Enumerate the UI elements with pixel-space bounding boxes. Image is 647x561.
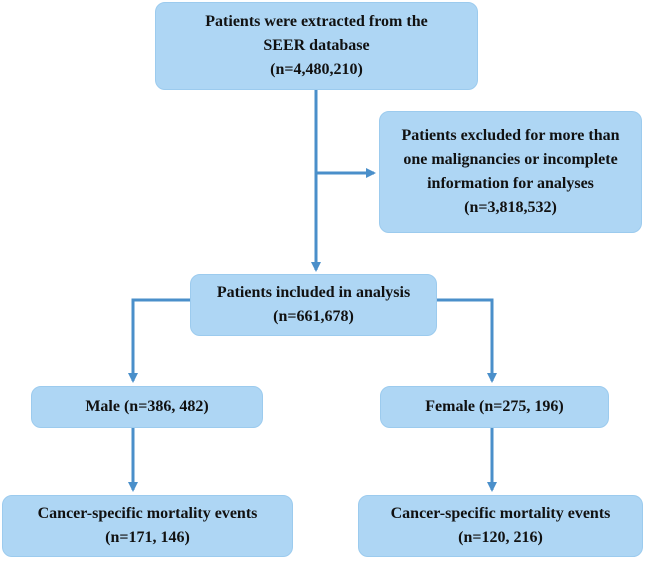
arrow-included-to-female — [437, 298, 497, 383]
box-text-line: Cancer-specific mortality events — [390, 505, 611, 522]
box-count: (n=3,818,532) — [464, 199, 557, 216]
box-text-line: SEER database — [263, 37, 370, 54]
box-text-line: one malignancies or incomplete — [403, 151, 618, 168]
box-female-events: Cancer-specific mortality events (n=120,… — [358, 495, 643, 557]
box-count: (n=171, 146) — [105, 529, 190, 546]
box-text-line: Patients were extracted from the — [205, 13, 428, 30]
box-male-events: Cancer-specific mortality events (n=171,… — [2, 495, 293, 557]
box-count: (n=661,678) — [273, 308, 354, 325]
box-label: Female (n=275, 196) — [425, 398, 564, 415]
box-text-line: Patients excluded for more than — [401, 127, 620, 144]
box-female: Female (n=275, 196) — [380, 386, 609, 428]
box-text-line: information for analyses — [427, 175, 594, 192]
box-male: Male (n=386, 482) — [31, 386, 263, 428]
box-label: Male (n=386, 482) — [85, 398, 209, 415]
box-included: Patients included in analysis (n=661,678… — [190, 274, 437, 336]
box-count: (n=4,480,210) — [270, 61, 363, 78]
arrow-included-to-male — [128, 298, 190, 383]
box-text-line: Patients included in analysis — [216, 284, 411, 301]
box-excluded: Patients excluded for more than one mali… — [379, 111, 642, 233]
box-count: (n=120, 216) — [458, 529, 543, 546]
box-text-line: Cancer-specific mortality events — [37, 505, 258, 522]
box-seer-source: Patients were extracted from the SEER da… — [155, 2, 478, 90]
